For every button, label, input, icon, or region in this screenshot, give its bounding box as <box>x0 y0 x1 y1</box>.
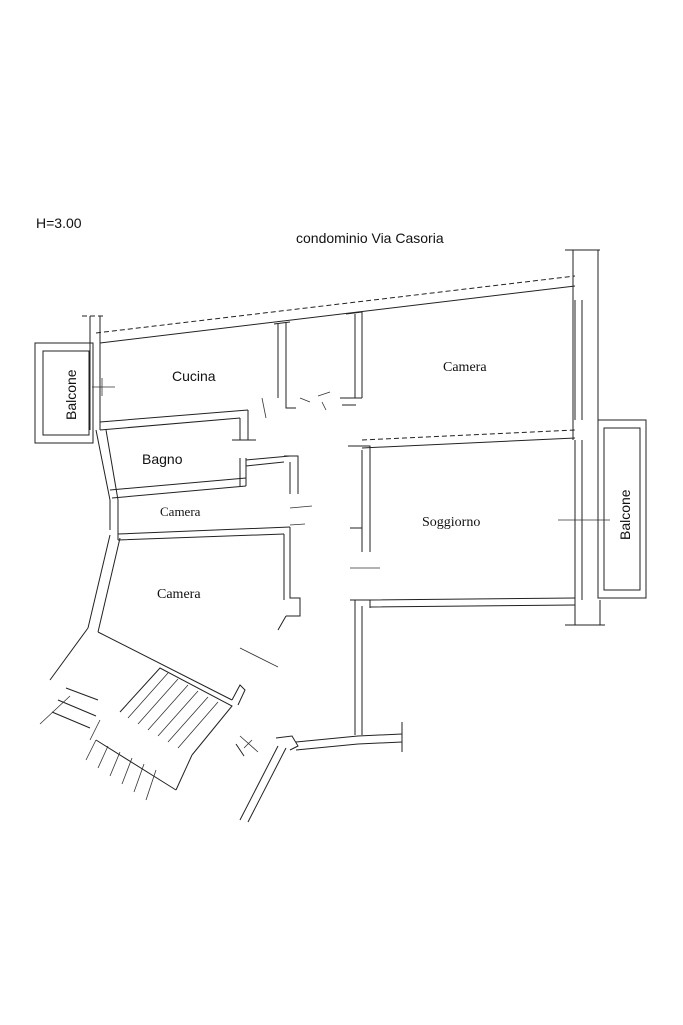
camera-small-label: Camera <box>160 504 201 519</box>
balcone-left-label: Balcone <box>63 369 79 420</box>
bagno-label: Bagno <box>142 451 183 467</box>
camera-bottom-room <box>239 527 301 668</box>
camera-top-room <box>361 300 583 449</box>
camera-bottom-label: Camera <box>157 587 201 602</box>
staircase <box>39 667 233 801</box>
balcone-right <box>597 419 647 599</box>
camera-top-label: Camera <box>443 360 487 375</box>
corridor-walls <box>299 311 380 735</box>
cucina-label: Cucina <box>172 368 216 384</box>
soggiorno-label: Soggiorno <box>422 515 480 530</box>
camera-small-room <box>117 500 313 541</box>
bagno-room <box>109 410 299 499</box>
building-label: condominio Via Casoria <box>296 230 444 246</box>
entrance-area <box>235 722 403 823</box>
outer-walls <box>49 249 600 706</box>
balcone-right-label: Balcone <box>617 489 633 540</box>
cucina-room <box>99 321 296 431</box>
balcone-left <box>34 342 115 444</box>
soggiorno-room <box>348 440 610 626</box>
ceiling-height-label: H=3.00 <box>36 215 82 231</box>
